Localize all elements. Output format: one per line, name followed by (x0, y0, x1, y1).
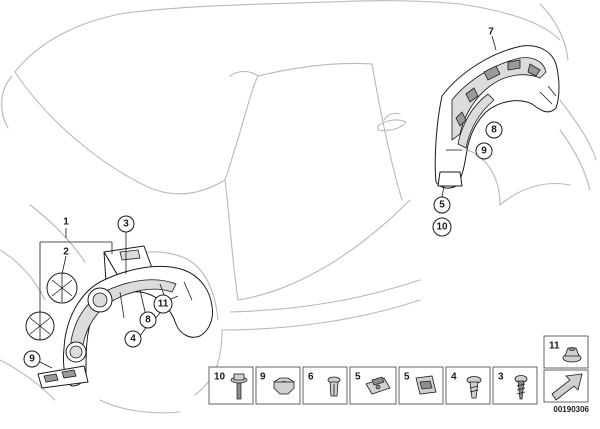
callout-4-circle (124, 330, 142, 348)
legend-cell-5: 5 (398, 366, 444, 405)
legend-cell-8: 11 (543, 335, 589, 369)
legend-cell-7-label: 3 (498, 372, 504, 383)
callout-11-label: 11 (158, 299, 169, 310)
callout-9-circle (23, 350, 41, 368)
rear-callout-5-label: 5 (439, 200, 445, 211)
callout-9-label: 9 (29, 354, 35, 365)
callout-8-circle (139, 311, 157, 329)
legend-cell-2-label: 9 (260, 372, 266, 383)
callout-4-label: 4 (130, 334, 136, 345)
legend-cell-3-label: 6 (308, 372, 314, 383)
legend-cell-6-label: 4 (451, 372, 457, 383)
callout-11-circle (153, 294, 173, 314)
leader-lines (39, 35, 497, 369)
rear-callout-10-circle (432, 217, 452, 237)
rear-callout-8-label: 8 (491, 125, 497, 136)
legend-cell-7: 3 (492, 366, 538, 405)
legend-cell-1: 10 (208, 366, 254, 405)
callout-2-label: 2 (63, 247, 69, 258)
car-body-outline (0, 0, 597, 414)
legend-cell-8-label: 11 (549, 341, 560, 352)
rear-callout-10-label: 10 (436, 222, 448, 233)
rear-wheel-arch-liner (434, 45, 560, 189)
flange-nut-icon (562, 347, 582, 363)
legend-cell-3: 6 (302, 366, 348, 405)
spring-clip-nut-icon (365, 376, 391, 395)
hardware-legend: 10 9 6 (208, 335, 590, 414)
rear-callout-8-circle (485, 121, 503, 139)
legend-cell-5-label: 5 (404, 372, 410, 383)
front-wheel-arch-liner (25, 245, 213, 389)
legend-cell-6: 4 (445, 366, 491, 405)
rear-callout-9-label: 9 (481, 146, 487, 157)
square-clip-nut-icon (415, 375, 437, 395)
callout-3-label: 3 (123, 219, 129, 230)
callout-1-label: 1 (63, 217, 69, 228)
callout-7-label: 7 (488, 27, 494, 38)
callout-8-label: 8 (145, 315, 151, 326)
torx-screw-icon (466, 376, 482, 399)
self-tapping-screw-icon (514, 375, 528, 400)
legend-cell-1-label: 10 (214, 372, 226, 383)
callouts: 1 2 3 4 8 11 9 7 8 9 5 10 (23, 27, 503, 368)
diagram-code: 00190306 (553, 405, 589, 414)
rear-callout-5-circle (433, 196, 451, 214)
legend-cell-4: 5 (349, 366, 397, 405)
legend-arrow-cell (543, 369, 589, 403)
expanding-rivet-icon (327, 376, 341, 397)
screw-with-washer-icon (230, 373, 248, 400)
legend-cell-4-label: 5 (355, 372, 361, 383)
callout-3-circle (117, 215, 135, 233)
arrow-indicator-icon (551, 373, 583, 401)
hex-nut-icon (273, 377, 295, 395)
legend-cell-2: 9 (255, 366, 301, 405)
rear-callout-9-circle (475, 142, 493, 160)
